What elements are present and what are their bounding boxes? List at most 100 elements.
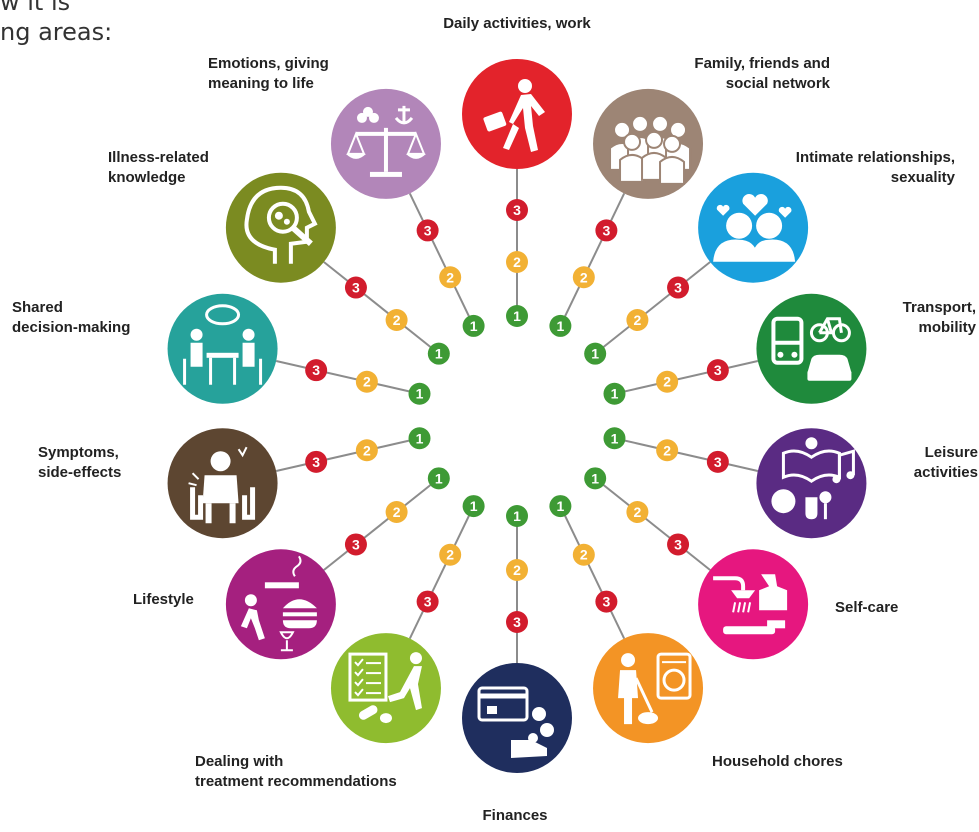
level-2-dot-illness: 2 [385, 308, 408, 331]
level-3-dot-daily: 3 [506, 199, 528, 221]
label-leisure: Leisure activities [850, 443, 978, 483]
circle-lifestyle [225, 549, 336, 660]
spoke-emotions [408, 193, 475, 327]
level-dot-circle [595, 590, 618, 613]
area-daily: 1 2 3 [462, 59, 572, 327]
level-dot-number: 3 [424, 594, 432, 610]
level-dot-number: 3 [602, 222, 610, 238]
spoke-family [559, 193, 626, 327]
label-emotions-meaning-line-2: meaning to life [208, 75, 314, 92]
level-dot-number: 1 [556, 318, 564, 334]
level-dot-number: 1 [591, 346, 599, 362]
level-dot-number: 1 [416, 386, 424, 402]
label-self-care: Self-care [835, 598, 898, 618]
label-shared-decision-making-line-2: decision-making [12, 319, 131, 336]
spoke-treatment [408, 505, 475, 639]
level-dot-circle [506, 251, 528, 273]
level-dot-circle [656, 370, 679, 393]
label-dealing-with-treatment: Dealing with treatment recommendations [195, 752, 397, 792]
label-household-chores-line-1: Household chores [712, 753, 843, 770]
level-dot-number: 2 [634, 312, 642, 328]
area-illness: 1 2 3 [225, 172, 450, 365]
card-coins-hand-icon [477, 686, 554, 758]
label-shared-decision-making-line-1: Shared [12, 299, 63, 316]
checklist-exercise-pills-icon [348, 652, 422, 724]
level-dot-number: 1 [435, 346, 443, 362]
level-1-dot-household: 1 [549, 495, 572, 518]
group-of-people-icon [609, 114, 692, 185]
level-dot-circle [462, 314, 485, 337]
level-2-dot-leisure: 2 [656, 439, 679, 462]
circle-selfcare [698, 549, 809, 660]
label-shared-decision-making: Shared decision-making [12, 298, 130, 338]
level-dot-circle [549, 314, 572, 337]
shower-toothbrush-icon [713, 574, 788, 635]
level-3-dot-symptoms: 3 [305, 450, 328, 473]
level-dot-number: 3 [352, 536, 360, 552]
label-finances-line-1: Finances [482, 807, 548, 824]
level-dot-number: 3 [714, 362, 722, 378]
label-intimate-relationships-line-2: sexuality [890, 169, 955, 186]
level-dot-number: 1 [470, 318, 478, 334]
circle-intimate [698, 172, 809, 283]
level-3-dot-intimate: 3 [667, 276, 690, 299]
level-3-dot-household: 3 [595, 590, 618, 613]
level-dot-circle [355, 370, 378, 393]
circle-household [593, 633, 704, 744]
level-2-dot-lifestyle: 2 [385, 501, 408, 524]
level-dot-number: 2 [634, 504, 642, 520]
spoke-illness [323, 261, 440, 355]
level-2-dot-finances: 2 [506, 559, 528, 581]
level-dot-number: 3 [513, 614, 521, 630]
level-dot-number: 1 [435, 470, 443, 486]
level-dot-number: 3 [674, 280, 682, 296]
level-dot-number: 2 [513, 254, 521, 270]
spoke-shared [275, 360, 420, 395]
level-3-dot-leisure: 3 [706, 450, 729, 473]
level-dot-number: 3 [424, 222, 432, 238]
walking-person-briefcase-icon [483, 79, 545, 152]
level-dot-number: 1 [470, 498, 478, 514]
level-dot-number: 3 [312, 454, 320, 470]
area-selfcare: 123 [584, 467, 809, 660]
label-symptoms: Symptoms, side-effects [38, 443, 121, 483]
area-leisure: 1 2 3 [603, 427, 867, 539]
couple-hearts-icon [713, 193, 796, 262]
level-dot-number: 3 [513, 202, 521, 218]
person-vacuum-washer-icon [618, 652, 692, 725]
area-family: 1 2 3 [549, 88, 704, 337]
level-2-dot-transport: 2 [656, 370, 679, 393]
level-dot-number: 3 [312, 362, 320, 378]
level-dot-circle [706, 450, 729, 473]
circle-shared [167, 293, 278, 404]
level-dot-number: 2 [363, 442, 371, 458]
spoke-symptoms [275, 437, 420, 472]
level-2-dot-symptoms: 2 [355, 439, 378, 462]
level-dot-circle [603, 427, 626, 450]
level-dot-number: 2 [446, 547, 454, 563]
label-illness-knowledge-line-1: Illness-related [108, 149, 209, 166]
level-1-dot-daily: 1 [506, 305, 528, 327]
label-emotions-meaning: Emotions, giving meaning to life [208, 54, 329, 94]
area-intimate: 1 2 3 [584, 172, 809, 365]
level-dot-number: 2 [580, 269, 588, 285]
label-family-friends-line-2: social network [725, 75, 830, 92]
label-household-chores: Household chores [712, 752, 843, 772]
level-1-dot-leisure: 1 [603, 427, 626, 450]
level-3-dot-transport: 3 [706, 359, 729, 382]
distressed-person-icon [188, 446, 256, 524]
level-2-dot-treatment: 2 [439, 543, 462, 566]
level-dot-number: 2 [663, 442, 671, 458]
level-dot-circle [706, 359, 729, 382]
label-finances: Finances [455, 806, 575, 826]
label-self-care-line-1: Self-care [835, 599, 899, 616]
label-transport-line-2: mobility [918, 319, 976, 336]
level-dot-circle [603, 382, 626, 405]
level-dot-number: 2 [580, 547, 588, 563]
area-household: 1 2 3 [549, 495, 704, 744]
level-dot-number: 2 [363, 374, 371, 390]
label-daily-activities-line-1: Daily activities, work [443, 15, 591, 32]
intro-text-line-2: ng areas: [0, 18, 113, 46]
